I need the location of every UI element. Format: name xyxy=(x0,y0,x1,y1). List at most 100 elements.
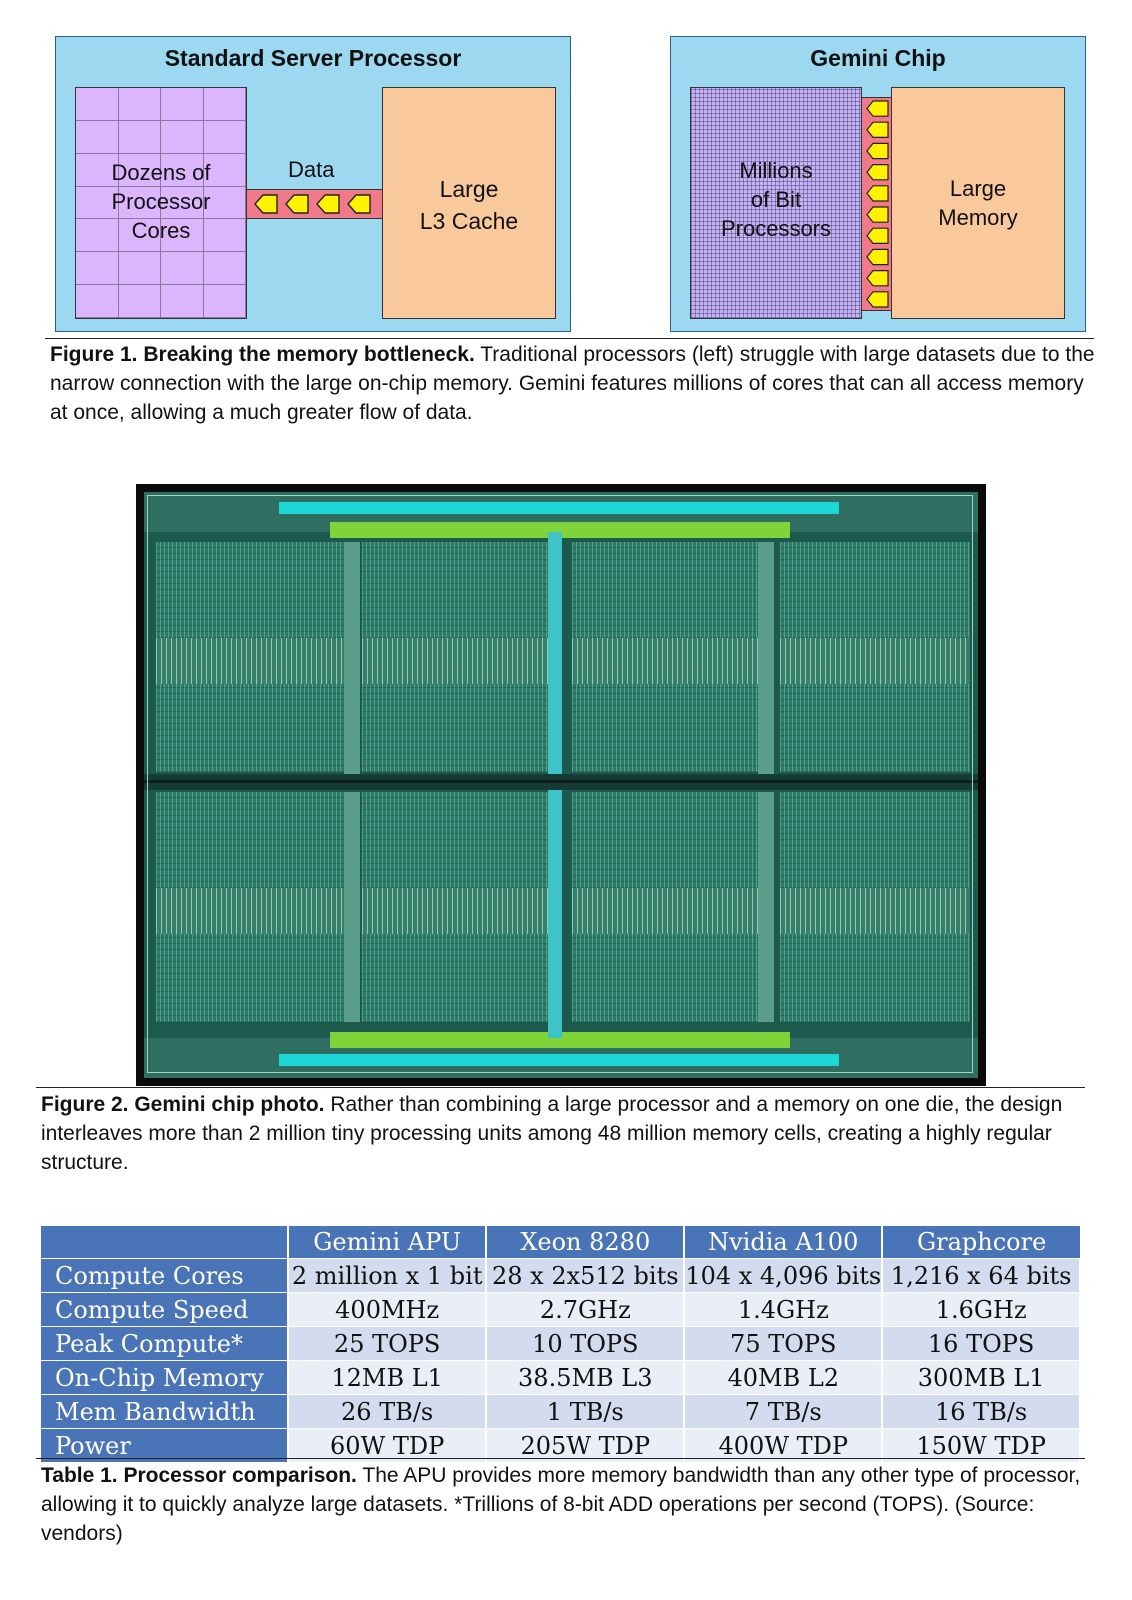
arrow-icon xyxy=(866,185,889,202)
cache-label-line: Large xyxy=(439,176,499,202)
chip-channel-right xyxy=(758,542,774,782)
bit-processors-label: Millions of Bit Processors xyxy=(691,156,861,243)
memory-array-block xyxy=(156,542,352,638)
memory-array-block xyxy=(362,684,558,772)
table-cell: 2 million x 1 bit xyxy=(288,1258,488,1293)
panel-title: Standard Server Processor xyxy=(164,45,462,71)
arrow-icon xyxy=(866,227,889,244)
data-arrows-icon xyxy=(254,194,371,214)
table-header-cell: Xeon 8280 xyxy=(486,1226,686,1259)
table-cell: 26 TB/s xyxy=(288,1394,488,1429)
table-cell: 10 TOPS xyxy=(486,1326,686,1361)
core-cell xyxy=(118,285,161,318)
core-cell xyxy=(76,153,119,187)
core-cell xyxy=(161,186,204,220)
table-cell: 104 x 4,096 bits xyxy=(684,1258,884,1293)
memory-array-block xyxy=(362,792,558,888)
caption-body: Rather than combining a large processor … xyxy=(41,1093,1063,1174)
processor-comparison-table: Gemini APU Xeon 8280 Nvidia A100 Graphco… xyxy=(41,1226,1081,1462)
memory-array-block xyxy=(156,934,352,1022)
table-cell: 150W TDP xyxy=(882,1428,1081,1462)
table-cell: 1 TB/s xyxy=(486,1394,686,1429)
memory-array-block xyxy=(156,792,352,888)
chip-channel-right-lower xyxy=(758,792,774,1022)
figure-1-caption: Figure 1. Breaking the memory bottleneck… xyxy=(50,340,1095,427)
core-cell xyxy=(76,252,119,286)
core-cell xyxy=(118,88,161,121)
data-bus-label: Data xyxy=(288,157,335,182)
gemini-chip-panel: Gemini Chip Millions of Bit Processors L… xyxy=(670,36,1086,332)
row-label: On-Chip Memory xyxy=(41,1360,290,1395)
core-cell xyxy=(76,120,119,154)
chip-cyan-bar-top xyxy=(279,502,839,514)
memory-array-block xyxy=(780,542,970,638)
table-cell: 16 TB/s xyxy=(882,1394,1081,1429)
processor-cores-grid: Dozens of Processor Cores xyxy=(75,87,247,319)
table-cell: 12MB L1 xyxy=(288,1360,488,1395)
sense-amp-band xyxy=(156,638,352,684)
table-cell: 60W TDP xyxy=(288,1428,488,1462)
cores-label-line: Cores xyxy=(131,218,191,243)
caption-body: Traditional processors (left) struggle w… xyxy=(50,343,1095,424)
sense-amp-band xyxy=(780,888,970,934)
core-cell xyxy=(118,219,161,253)
memory-array-block xyxy=(156,684,352,772)
chip-outline xyxy=(147,495,973,1073)
table-cell: 28 x 2x512 bits xyxy=(486,1258,686,1293)
figure-2-rule xyxy=(36,1087,1085,1088)
bit-processors-label-line: of Bit xyxy=(750,187,802,212)
core-cell xyxy=(76,219,119,253)
arrow-icon xyxy=(866,270,889,287)
table-cell: 2.7GHz xyxy=(486,1292,686,1327)
table-row: Compute Speed 400MHz 2.7GHz 1.4GHz 1.6GH… xyxy=(41,1292,1081,1327)
table-cell: 1.6GHz xyxy=(882,1292,1081,1327)
data-bus xyxy=(246,189,384,219)
large-memory-box: Large Memory xyxy=(891,87,1065,319)
table-cell: 400W TDP xyxy=(684,1428,884,1462)
table-cell: 7 TB/s xyxy=(684,1394,884,1429)
arrow-icon xyxy=(866,121,889,139)
sense-amp-band xyxy=(780,638,970,684)
figure-2-caption: Figure 2. Gemini chip photo. Rather than… xyxy=(41,1090,1071,1177)
table-cell: 40MB L2 xyxy=(684,1360,884,1395)
arrow-icon xyxy=(866,248,889,266)
table-cell: 75 TOPS xyxy=(684,1326,884,1361)
core-cell xyxy=(76,186,119,220)
memory-array-block xyxy=(572,542,768,638)
caption-body: The APU provides more memory bandwidth t… xyxy=(41,1464,1081,1545)
figure-1-rule xyxy=(45,338,1094,339)
core-cell xyxy=(118,153,161,187)
core-cell xyxy=(203,219,246,253)
bit-processors-label-line: Millions xyxy=(739,158,813,183)
memory-array-block xyxy=(572,934,768,1022)
standard-server-processor-panel: Standard Server Processor Dozens of Proc… xyxy=(55,36,571,332)
sense-amp-band xyxy=(572,638,768,684)
chip-channel-left-lower xyxy=(344,792,360,1022)
table-cell: 400MHz xyxy=(288,1292,488,1327)
chip-lime-bar-top xyxy=(330,522,790,538)
table-header-cell: Gemini APU xyxy=(288,1226,488,1259)
table-header-cell: Nvidia A100 xyxy=(684,1226,884,1259)
memory-label-line: Large xyxy=(949,176,1007,201)
panel-title: Gemini Chip xyxy=(810,45,946,71)
chip-channel-left xyxy=(344,542,360,782)
arrow-icon xyxy=(866,206,889,223)
core-cell xyxy=(161,219,204,253)
caption-title: Table 1. Processor comparison. xyxy=(41,1464,357,1487)
memory-array-block xyxy=(780,792,970,888)
sense-amp-band xyxy=(156,888,352,934)
cache-label-line: L3 Cache xyxy=(419,208,519,234)
core-cell xyxy=(203,120,246,154)
table-row: Mem Bandwidth 26 TB/s 1 TB/s 7 TB/s 16 T… xyxy=(41,1394,1081,1429)
wide-data-bus xyxy=(861,97,893,311)
core-cell xyxy=(203,252,246,286)
chip-lime-bar-bottom xyxy=(330,1032,790,1048)
row-label: Mem Bandwidth xyxy=(41,1394,290,1429)
core-cell xyxy=(118,186,161,220)
table-cell: 300MB L1 xyxy=(882,1360,1081,1395)
bit-processors-label-line: Processors xyxy=(720,216,832,241)
row-label: Compute Cores xyxy=(41,1258,290,1293)
memory-array-block xyxy=(572,792,768,888)
figure-1: Standard Server Processor Dozens of Proc… xyxy=(0,0,1132,440)
table-row: Peak Compute* 25 TOPS 10 TOPS 75 TOPS 16… xyxy=(41,1326,1081,1361)
